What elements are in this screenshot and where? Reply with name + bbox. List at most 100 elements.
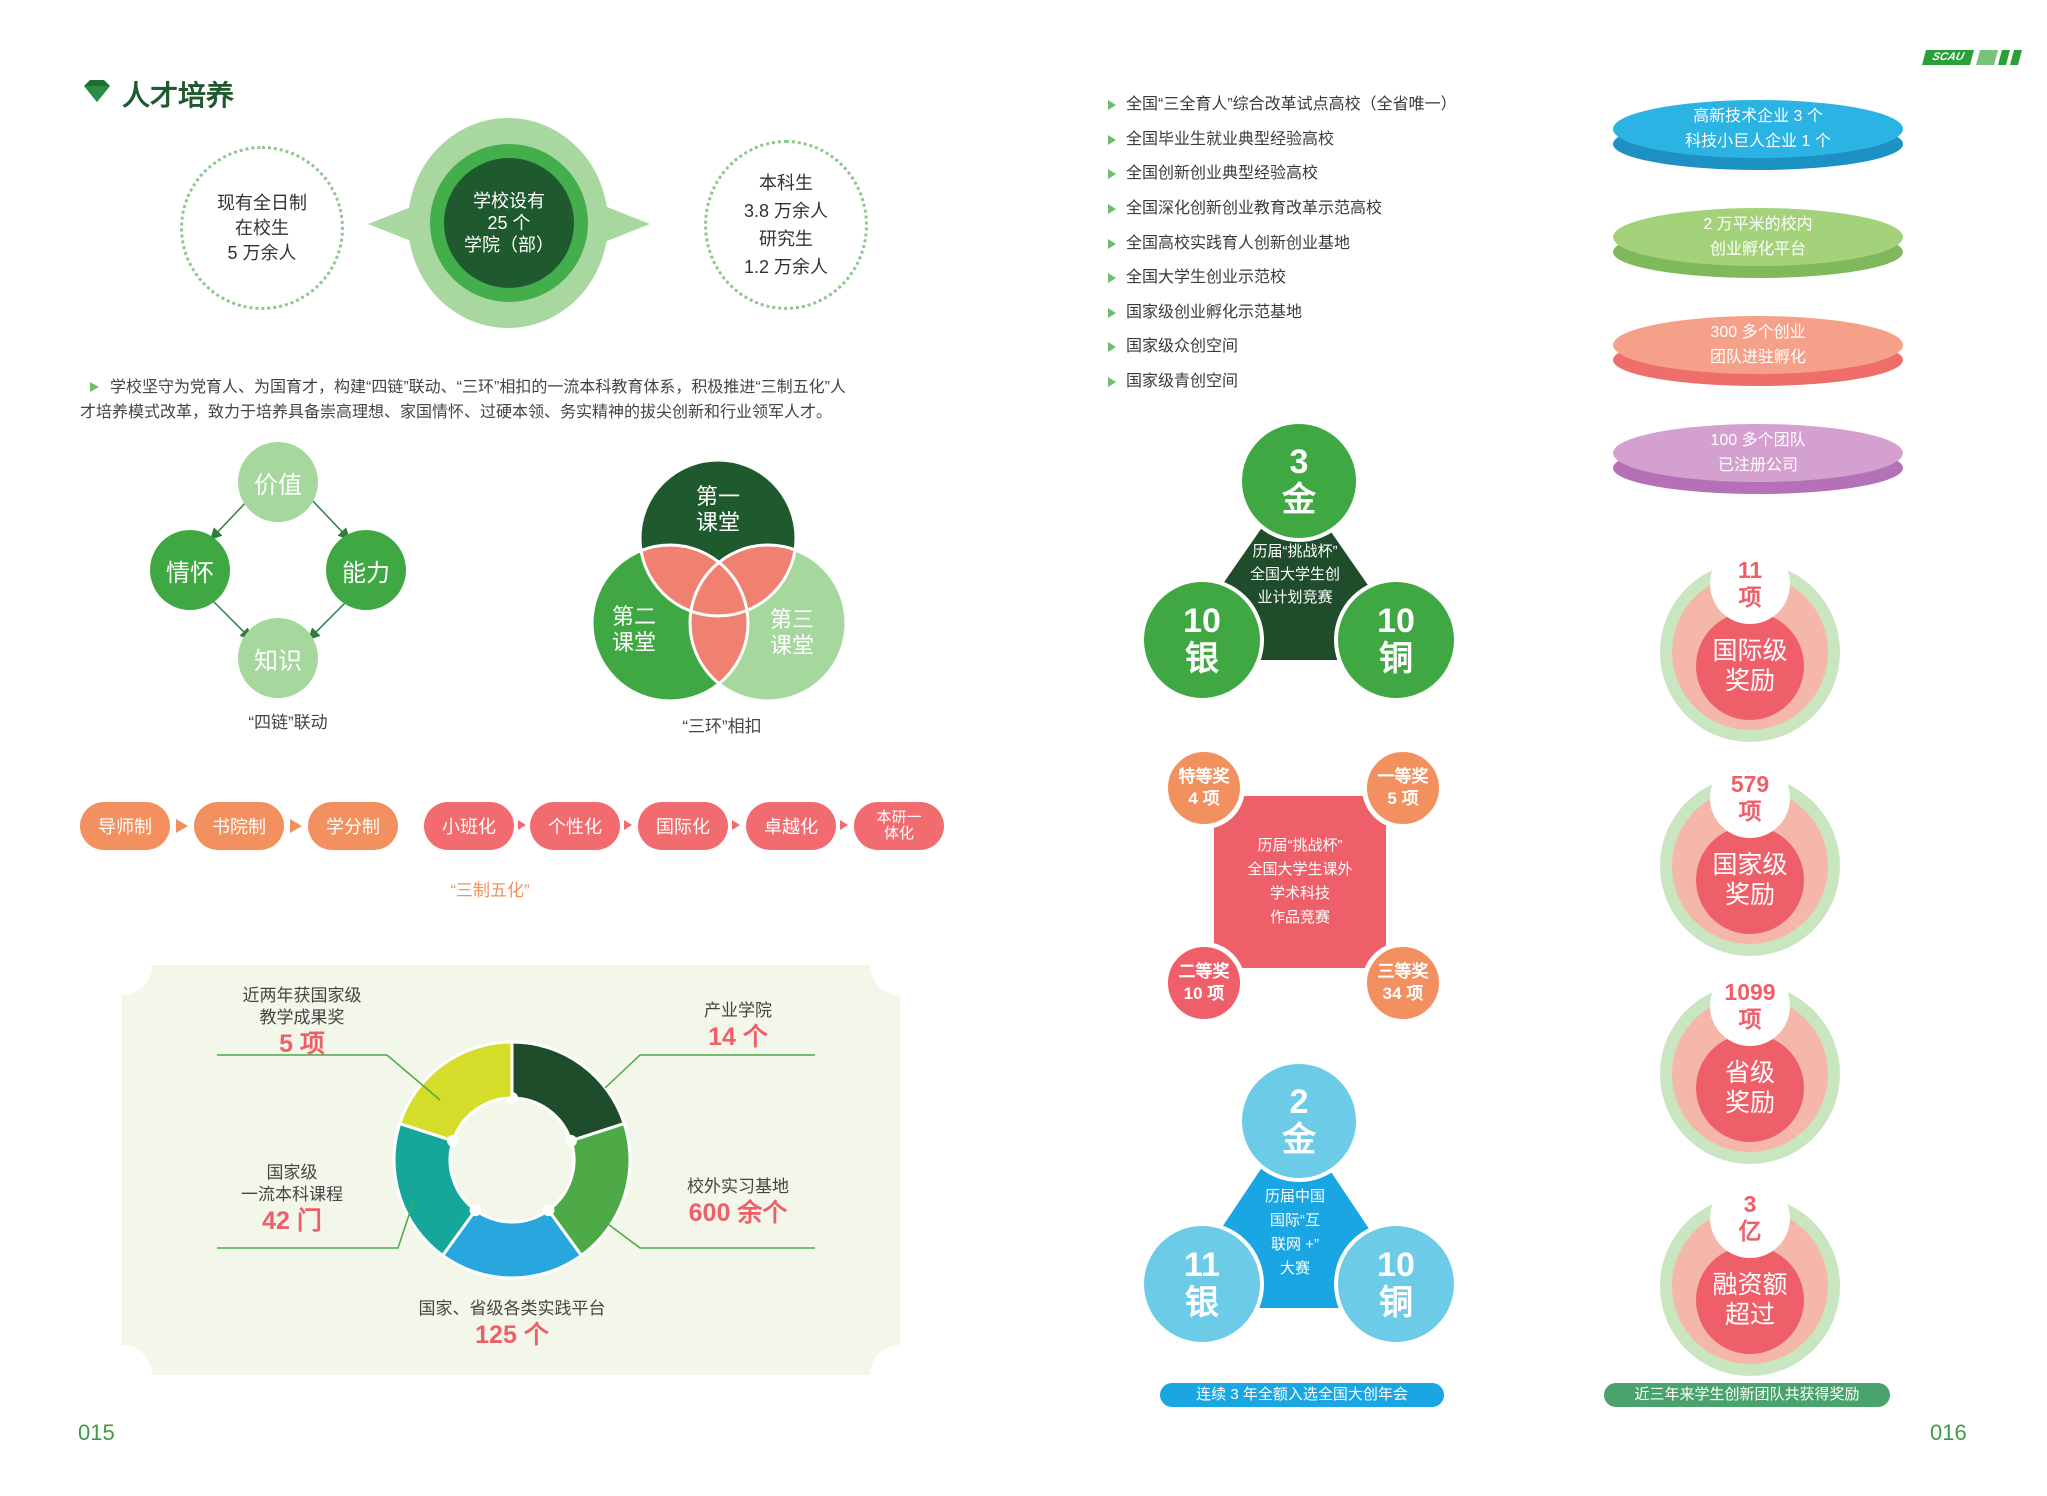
challenge-line: 历届“挑战杯” (1252, 543, 1338, 560)
challenge-bronze-badge: 10 铜 (1334, 578, 1458, 702)
medal-number: 3 (1289, 443, 1309, 481)
challenge-silver-badge: 10 银 (1140, 578, 1264, 702)
arrow-right-icon (840, 820, 848, 830)
medal-unit: 银 (1185, 640, 1219, 678)
extracurricular-line: 历届“挑战杯” (1257, 837, 1343, 854)
disc-top: 2 万平米的校内 创业孵化平台 (1613, 208, 1903, 266)
disc-top: 高新技术企业 3 个 科技小巨人企业 1 个 (1613, 100, 1903, 158)
disc-line: 300 多个创业 (1710, 324, 1806, 341)
stat-undergrad-line: 3.8 万余人 (743, 201, 829, 221)
donut-label-courses: 国家级 一流本科课程 42 门 (202, 1162, 382, 1236)
bullet-triangle-icon (1108, 238, 1116, 249)
award-count-badge: 579 项 (1710, 758, 1790, 838)
award-core: 融资额 超过 (1696, 1246, 1804, 1354)
disc-line: 已注册公司 (1717, 457, 1798, 474)
intro-line: 学校坚守为党育人、为国育才，构建“四链”联动、“三环”相扣的一流本科教育体系，积… (110, 379, 846, 396)
system-pill-college: 书院制 (194, 802, 284, 850)
three-ring-venn (590, 460, 848, 703)
page-number-left: 015 (78, 1420, 115, 1445)
honor-text: 全国创新创业典型经验高校 (1126, 165, 1319, 183)
ring-label-line: 第三 (769, 607, 814, 632)
donut-segment-industry (546, 1121, 632, 1258)
medal-number: 11 (1184, 1246, 1220, 1284)
prize-label: 一等奖 (1377, 767, 1429, 786)
ring-third-class-label: 第三 课堂 (752, 607, 832, 659)
donut-segment-award (510, 1040, 627, 1143)
stat-students-line: 现有全日制 (217, 192, 307, 213)
internet-plus-text: 历届中国 国际“互 联网 +” 大赛 (1250, 1185, 1340, 1281)
arrow-right-icon (624, 820, 632, 830)
honor-text: 全国“三全育人”综合改革试点高校（全省唯一） (1126, 96, 1457, 114)
donut-value: 125 个 (475, 1321, 549, 1349)
prize-label: 三等奖 (1377, 962, 1429, 981)
donut-value: 14 个 (708, 1023, 768, 1051)
bullet-triangle-icon (1108, 134, 1116, 145)
honor-item: 全国深化创新创业教育改革示范高校 (1108, 192, 1457, 227)
donut-label-line: 一流本科课程 (241, 1185, 343, 1204)
logo-stripe-icon (1997, 50, 2011, 65)
stat-students-line: 5 万余人 (227, 242, 297, 263)
honors-list: 全国“三全育人”综合改革试点高校（全省唯一） 全国毕业生就业典型经验高校 全国创… (1108, 88, 1457, 399)
medal-unit: 银 (1185, 1284, 1219, 1322)
award-label-line: 国际级 (1712, 637, 1788, 665)
schools-line: 25 个 (487, 213, 531, 233)
award-financing: 融资额 超过 3 亿 (1660, 1178, 1840, 1376)
award-core: 省级 奖励 (1696, 1034, 1804, 1142)
prize-label: 二等奖 (1178, 962, 1230, 981)
bullet-triangle-icon (1108, 204, 1116, 215)
track-pill-small-class: 小班化 (424, 802, 514, 850)
donut-label-line: 国家、省级各类实践平台 (418, 1299, 606, 1318)
honor-text: 国家级青创空间 (1126, 373, 1239, 391)
internet-plus-line: 大赛 (1279, 1260, 1310, 1277)
medal-number: 10 (1377, 602, 1415, 640)
stat-students-line: 在校生 (235, 217, 289, 238)
donut-label-line: 近两年获国家级 (242, 986, 362, 1005)
honor-text: 全国高校实践育人创新创业基地 (1126, 234, 1351, 252)
logo-stripe-icon (1975, 50, 1999, 65)
system-pill-tutor: 导师制 (80, 802, 170, 850)
disc-line: 创业孵化平台 (1709, 241, 1806, 258)
donut-value: 42 门 (262, 1207, 322, 1235)
chain-knowledge-node: 知识 (238, 618, 318, 698)
extracurricular-line: 全国大学生课外 (1247, 861, 1353, 878)
bullet-triangle-icon (1108, 307, 1116, 318)
stat-undergrad-line: 研究生 (759, 229, 813, 249)
medal-unit: 铜 (1379, 640, 1413, 678)
systems-caption: “三制五化” (450, 881, 530, 900)
four-chain-caption: “四链”联动 (248, 713, 328, 732)
prize-count: 5 项 (1387, 789, 1419, 808)
four-chain-arrows (209, 497, 351, 641)
award-core: 国家级 奖励 (1696, 826, 1804, 934)
award-count-unit: 项 (1738, 798, 1762, 824)
prize-second-badge: 二等奖 10 项 (1163, 942, 1245, 1024)
disc-companies: 100 多个团队 已注册公司 (1613, 424, 1903, 494)
internet-plus-line: 国际“互 (1270, 1212, 1320, 1229)
honor-item: 国家级青创空间 (1108, 365, 1457, 400)
donut-leader-lines (217, 1054, 815, 1249)
internet-plus-bronze-badge: 10 铜 (1334, 1222, 1458, 1346)
prize-third-badge: 三等奖 34 项 (1362, 942, 1444, 1024)
track-pill-integrated: 本研一体化 (854, 802, 944, 850)
award-count-unit: 项 (1738, 1006, 1762, 1032)
award-national: 国家级 奖励 579 项 (1660, 758, 1840, 956)
disc-line: 科技小巨人企业 1 个 (1685, 133, 1831, 150)
track-pill-excellence: 卓越化 (746, 802, 836, 850)
bullet-triangle-icon (1108, 377, 1116, 388)
challenge-gold-badge: 3 金 (1238, 420, 1360, 542)
award-count-number: 3 (1743, 1191, 1757, 1217)
award-count-unit: 亿 (1738, 1218, 1762, 1244)
challenge-line: 业计划竞赛 (1257, 589, 1333, 606)
ring-second-class-label: 第二 课堂 (594, 604, 674, 656)
system-pill-credit: 学分制 (308, 802, 398, 850)
award-label-line: 省级 (1724, 1059, 1775, 1087)
internet-plus-line: 历届中国 (1264, 1188, 1325, 1205)
award-core: 国际级 奖励 (1696, 612, 1804, 720)
bullet-triangle-icon (1108, 100, 1116, 111)
donut-segment-courses (397, 1040, 514, 1143)
challenge-cup-text: 历届“挑战杯” 全国大学生创 业计划竞赛 (1238, 540, 1352, 609)
disc-line: 2 万平米的校内 (1703, 216, 1813, 233)
donut-segment-platform (392, 1121, 478, 1258)
track-pill-international: 国际化 (638, 802, 728, 850)
donut-joint-dot (564, 1134, 577, 1147)
stat-undergrad-line: 1.2 万余人 (743, 257, 829, 277)
